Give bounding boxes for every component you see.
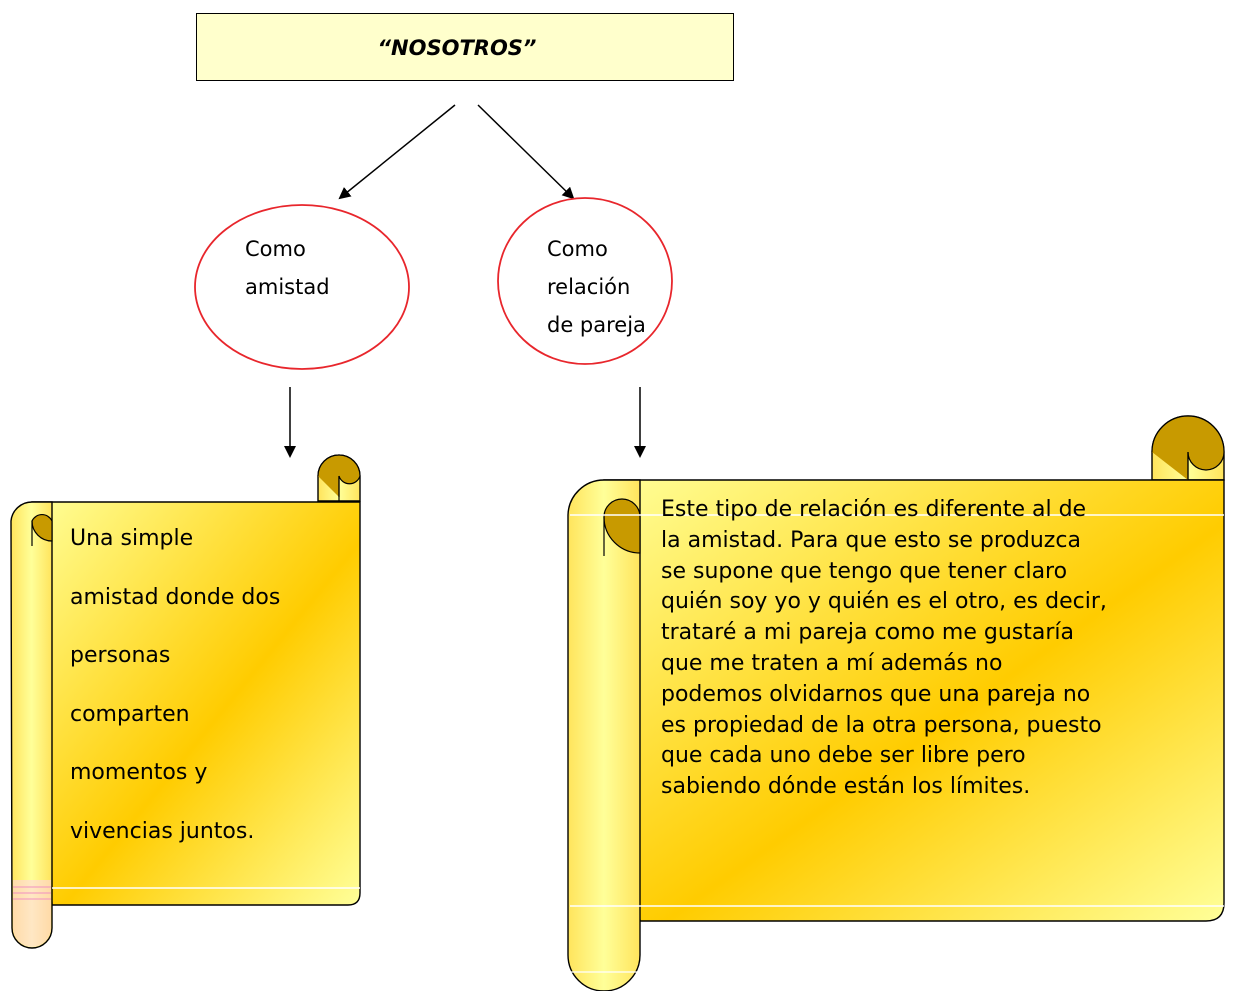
scroll-line: es propiedad de la otra persona, puesto [661, 712, 1102, 738]
scroll-line: quién soy yo y quién es el otro, es deci… [661, 589, 1107, 615]
scroll-line: se supone que tengo que tener claro [661, 558, 1068, 584]
arrow-to-amistad [338, 104, 456, 200]
oval-label-line: de pareja [547, 313, 646, 337]
title-box: “NOSOTROS” [196, 13, 734, 81]
scroll-line: personas [70, 643, 171, 668]
scroll-line: comparten [70, 701, 190, 727]
arrow-to-pareja [477, 104, 575, 200]
oval-pareja [497, 197, 673, 365]
oval-label-pareja: Como relación de pareja [547, 230, 646, 344]
scroll-line: que cada uno debe ser libre pero [661, 743, 1026, 769]
scroll-text-pareja: Este tipo de relación es diferente al de… [661, 495, 1206, 803]
oval-label-line: Como [245, 237, 306, 261]
scroll-line: que me traten a mí además no [661, 650, 1003, 676]
scroll-line: la amistad. Para que esto se produzca [661, 527, 1081, 553]
oval-label-line: Como [547, 237, 608, 261]
scroll-line: sabiendo dónde están los límites. [661, 774, 1031, 800]
scroll-line: momentos y [70, 760, 208, 785]
oval-label-line: relación [547, 275, 631, 299]
oval-label-amistad: Como amistad [245, 230, 330, 306]
scroll-line: Este tipo de relación es diferente al de [661, 497, 1087, 522]
scroll-line: trataré a mi pareja como me gustaría [661, 620, 1075, 646]
scroll-line: podemos olvidarnos que una pareja no [661, 681, 1091, 707]
scroll-amistad [10, 454, 361, 949]
scroll-text-amistad: Una simple amistad donde dos personas co… [70, 510, 350, 861]
diagram-title: “NOSOTROS” [377, 36, 537, 60]
oval-label-line: amistad [245, 275, 330, 299]
scroll-line: Una simple [70, 526, 194, 551]
scroll-line: vivencias juntos. [70, 818, 255, 844]
scroll-line: amistad donde dos [70, 584, 281, 610]
scroll-pareja [567, 415, 1225, 991]
oval-amistad [194, 204, 410, 370]
